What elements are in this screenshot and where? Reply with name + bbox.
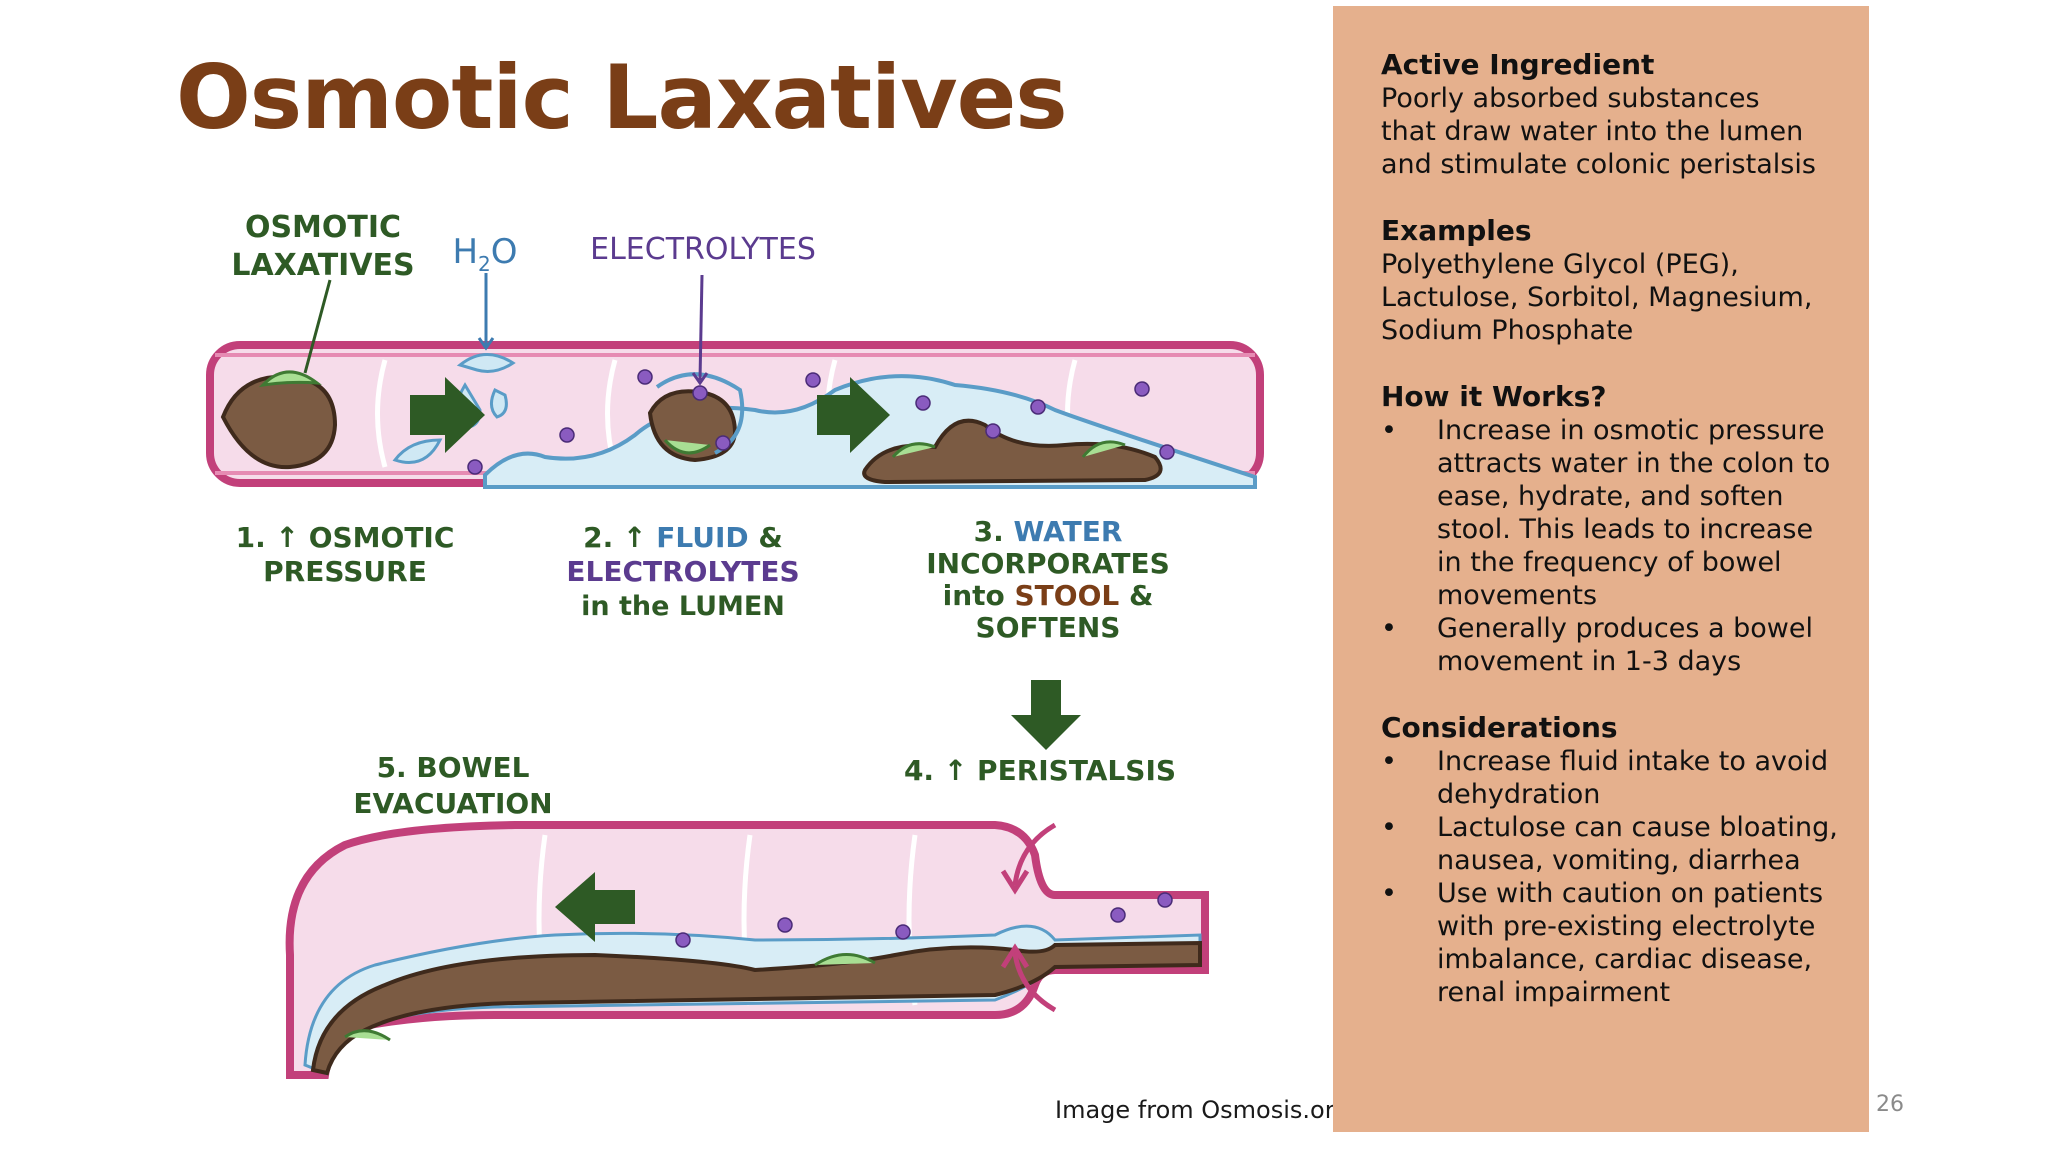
how-it-works-heading: How it Works? (1381, 380, 1607, 413)
examples-line: Polyethylene Glycol (PEG), (1381, 249, 1739, 280)
list-item: Lactulose can cause bloating, nausea, vo… (1381, 811, 1839, 877)
image-credit: Image from Osmosis.org (1055, 1096, 1350, 1124)
slide-title: Osmotic Laxatives (176, 46, 1068, 149)
how-it-works-section: How it Works? Increase in osmotic pressu… (1381, 380, 1839, 678)
active-ingredient-section: Active Ingredient Poorly absorbed substa… (1381, 48, 1839, 181)
step2-line3: in the LUMEN (581, 591, 785, 622)
flow-arrow-2 (817, 377, 890, 453)
step1-line1: 1. ↑ OSMOTIC (236, 521, 455, 554)
flow-arrow-1 (410, 377, 485, 453)
electrolyte-particles (467, 369, 1175, 475)
step2-line2: ELECTROLYTES (566, 555, 799, 588)
evacuation-arrow (555, 872, 635, 942)
step3-line2: INCORPORATES (926, 547, 1170, 580)
label-electrolytes: ELECTROLYTES (590, 232, 816, 267)
label-osmotic-laxatives-2: LAXATIVES (231, 248, 414, 283)
osmotic-laxative-diagram: OSMOTIC LAXATIVES H2O ELECTROLYTES 1. ↑ … (195, 195, 1280, 1095)
list-item: Use with caution on patients with pre-ex… (1381, 877, 1839, 1009)
step1-line2: PRESSURE (263, 555, 427, 588)
active-ingredient-heading: Active Ingredient (1381, 48, 1655, 81)
active-line: and stimulate colonic peristalsis (1381, 149, 1816, 180)
pointer-electrolytes (698, 274, 704, 381)
step3-line4: SOFTENS (976, 611, 1121, 644)
step3-line1: 3. WATER (974, 515, 1123, 548)
peristalsis-arrow-bottom (1012, 952, 1057, 1013)
step5-line1: 5. BOWEL (377, 751, 530, 784)
stool-lump-2 (647, 372, 745, 463)
step4-label: 4. ↑ PERISTALSIS (904, 754, 1176, 787)
bottom-stool (310, 940, 1202, 1076)
considerations-list: Increase fluid intake to avoid dehydrati… (1381, 745, 1839, 1009)
examples-line: Lactulose, Sorbitol, Magnesium, (1381, 282, 1813, 313)
list-item: Increase in osmotic pressure attracts wa… (1381, 414, 1839, 612)
step5-line2: EVACUATION (353, 787, 552, 820)
stool-lump-1 (220, 370, 338, 470)
list-item: Increase fluid intake to avoid dehydrati… (1381, 745, 1839, 811)
down-arrow (1011, 680, 1081, 750)
label-osmotic-laxatives-1: OSMOTIC (245, 210, 401, 245)
step2-line1: 2. ↑ FLUID & (583, 521, 783, 554)
step3-line3: into STOOL & (943, 579, 1154, 612)
list-item: Generally produces a bowel movement in 1… (1381, 612, 1839, 678)
active-line: Poorly absorbed substances (1381, 83, 1760, 114)
how-it-works-list: Increase in osmotic pressure attracts wa… (1381, 414, 1839, 678)
considerations-section: Considerations Increase fluid intake to … (1381, 711, 1839, 1009)
peristalsis-arrow-top (1012, 822, 1057, 886)
examples-section: Examples Polyethylene Glycol (PEG), Lact… (1381, 214, 1839, 347)
bottom-electrolytes (675, 892, 1173, 948)
pointer-osmotic (303, 279, 332, 374)
active-line: that draw water into the lumen (1381, 116, 1804, 147)
page-number: 26 (1876, 1092, 1904, 1117)
stool-mass-3 (862, 418, 1163, 485)
examples-line: Sodium Phosphate (1381, 315, 1634, 346)
considerations-heading: Considerations (1381, 711, 1618, 744)
examples-heading: Examples (1381, 214, 1532, 247)
label-h2o: H2O (452, 232, 517, 276)
info-panel: Active Ingredient Poorly absorbed substa… (1333, 6, 1869, 1132)
